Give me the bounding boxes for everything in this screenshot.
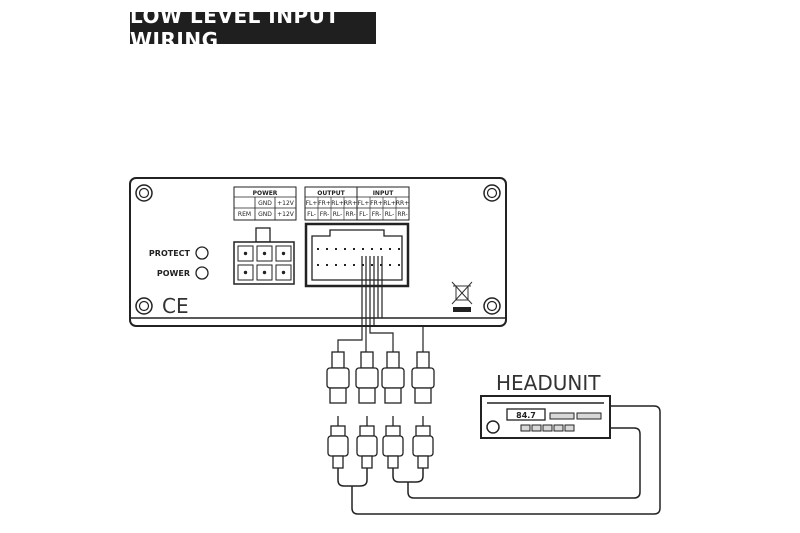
protect-led (195, 246, 209, 260)
power-cell-gnd-2: GND (258, 211, 272, 218)
io-cell: RL- (333, 211, 343, 218)
io-cell: RL- (385, 211, 395, 218)
io-cell: RR+ (344, 200, 357, 207)
io-cell: FR+ (318, 200, 331, 207)
io-cell: RL+ (383, 200, 396, 207)
rca-female-4 (411, 351, 435, 404)
rca-female-1 (326, 351, 350, 404)
headunit-display (506, 408, 546, 421)
screw-top-right (483, 184, 501, 202)
signal-terminal-table: OUTPUT INPUT FL+ FR+ RL+ RR+ FL+ FR+ RL+… (304, 186, 410, 221)
volume-knob (486, 420, 500, 434)
weee-bin-icon (451, 281, 473, 312)
rca-male-4 (412, 416, 434, 469)
power-cell-rem: REM (238, 211, 251, 218)
screw-top-left (135, 184, 153, 202)
power-header: POWER (253, 190, 278, 197)
signal-connector (304, 222, 410, 288)
amplifier: CE POWER GND +12V REM GND +12V (129, 177, 507, 327)
power-terminal-table: POWER GND +12V REM GND +12V (233, 186, 297, 221)
power-cell-12v-1: +12V (277, 200, 295, 207)
io-cell: FL- (307, 211, 316, 218)
rca-male-1 (327, 416, 349, 469)
power-connector (233, 227, 295, 285)
rca-female-plugs (326, 351, 435, 404)
io-cell: FL- (359, 211, 368, 218)
io-cell: FR+ (370, 200, 383, 207)
output-header: OUTPUT (317, 190, 345, 197)
rca-male-3 (382, 416, 404, 469)
io-cell: RL+ (331, 200, 344, 207)
io-cell: FL+ (306, 200, 318, 207)
ce-mark: CE (162, 294, 189, 318)
io-cell: FR- (372, 211, 382, 218)
harness-wires (337, 256, 424, 352)
io-cell: FR- (320, 211, 330, 218)
power-label: POWER (157, 269, 190, 278)
io-cell: RR- (397, 211, 407, 218)
headunit-label: HEADUNIT (496, 371, 601, 395)
rca-female-2 (355, 351, 379, 404)
protect-label: PROTECT (149, 249, 191, 258)
rca-male-2 (356, 416, 378, 469)
io-cell: RR- (345, 211, 355, 218)
rca-cables (337, 405, 661, 515)
rca-female-3 (381, 351, 405, 404)
headunit: 84.7 (480, 395, 611, 439)
input-header: INPUT (373, 190, 395, 197)
power-cell-12v-2: +12V (277, 211, 295, 218)
rca-male-plugs (327, 416, 434, 469)
screw-bottom-right (483, 297, 501, 315)
power-led (195, 266, 209, 280)
io-cell: FL+ (358, 200, 370, 207)
power-cell-gnd-1: GND (258, 200, 272, 207)
headunit-frequency: 84.7 (516, 411, 536, 420)
io-cell: RR+ (396, 200, 409, 207)
screw-bottom-left (135, 297, 153, 315)
